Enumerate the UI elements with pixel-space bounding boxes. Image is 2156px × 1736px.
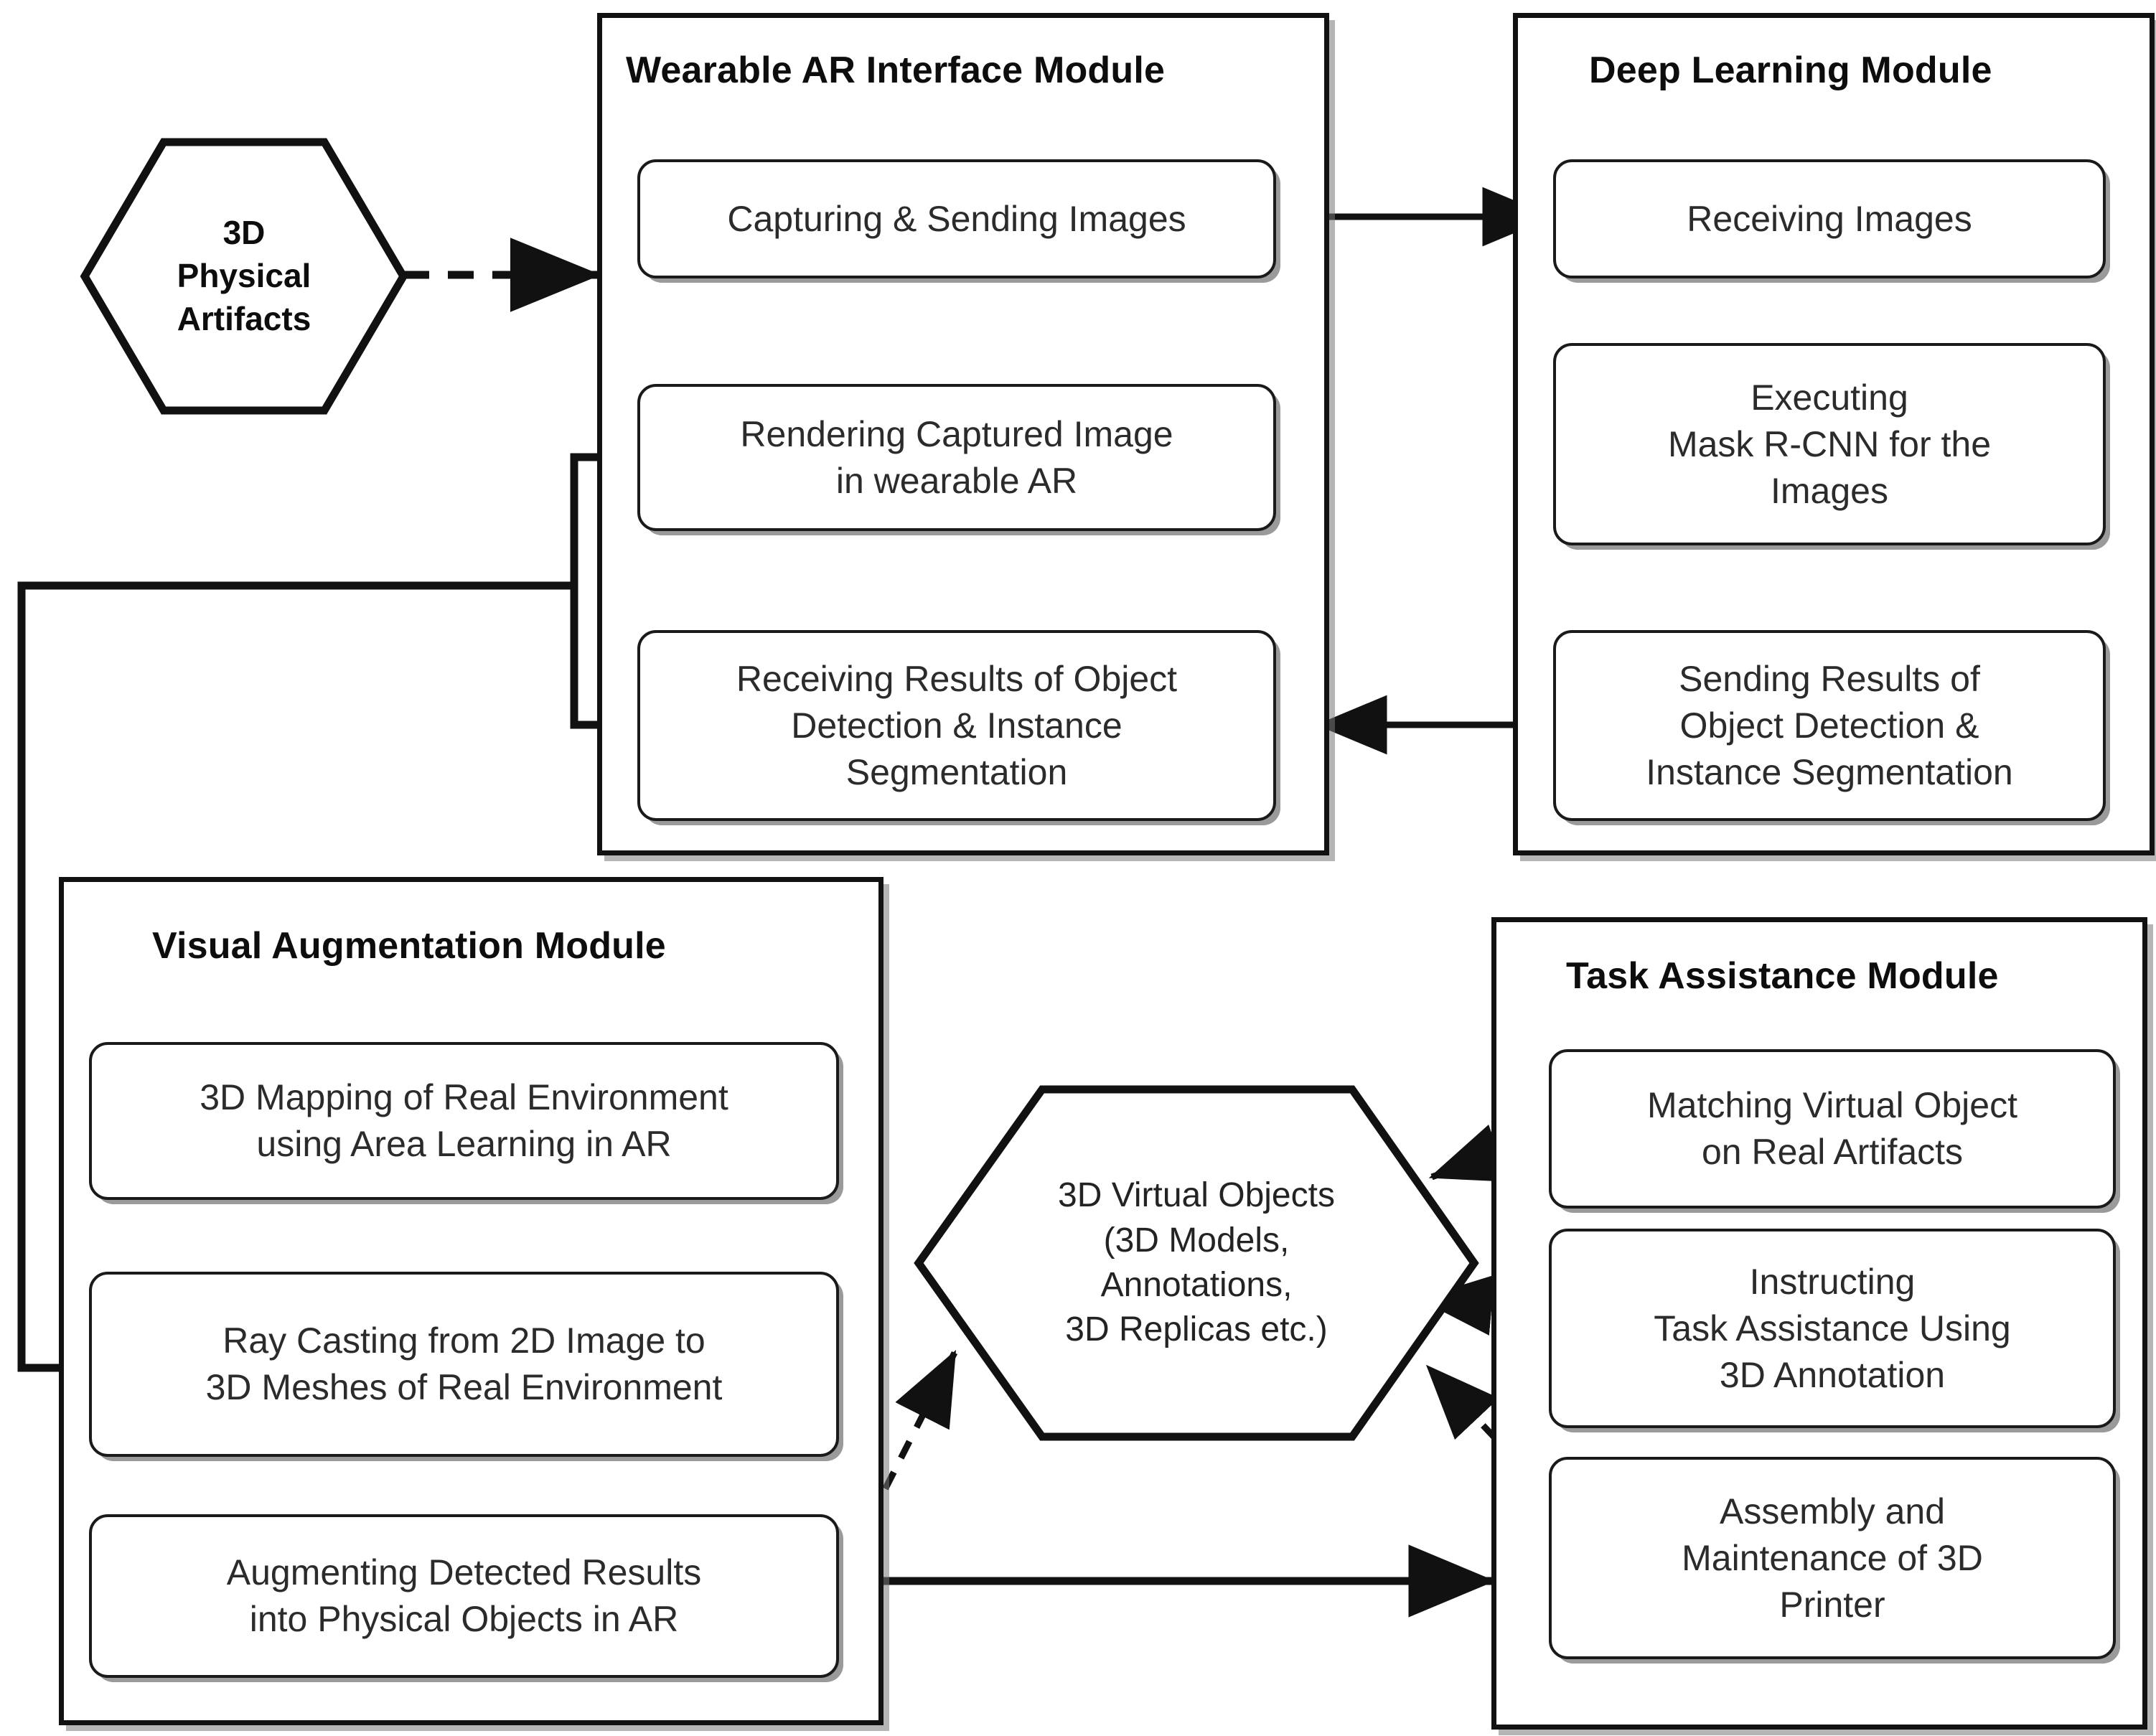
step-sending-results[interactable]: Sending Results of Object Detection & In… [1553,630,2106,821]
step-capturing-sending-images[interactable]: Capturing & Sending Images [637,159,1276,278]
step-label-line-1: Ray Casting from 2D Image to [222,1320,706,1361]
step-label-line-3: Instance Segmentation [1646,751,2013,792]
step-ray-casting[interactable]: Ray Casting from 2D Image to 3D Meshes o… [89,1272,839,1457]
step-rendering-captured-image[interactable]: Rendering Captured Image in wearable AR [637,384,1276,531]
node-3d-virtual-objects[interactable]: 3D Virtual Objects (3D Models, Annotatio… [913,1084,1480,1442]
step-label-line-2: in wearable AR [835,460,1078,501]
module-title-wearable-ar-interface: Wearable AR Interface Module [626,50,1166,91]
step-label-line-1: 3D Mapping of Real Environment [200,1077,728,1117]
step-3d-mapping[interactable]: 3D Mapping of Real Environment using Are… [89,1042,839,1200]
node-3d-physical-artifacts[interactable]: 3D Physical Artifacts [79,136,409,416]
step-label-line-3: Segmentation [845,751,1068,792]
step-label-line-2: on Real Artifacts [1701,1132,1964,1172]
virtual-objects-line-3: Annotations, [1100,1266,1293,1304]
artifacts-line-2: Physical [177,257,311,295]
module-title-visual-augmentation: Visual Augmentation Module [152,925,666,967]
step-label-line-1: Assembly and [1719,1491,1946,1531]
step-label-line-2: Mask R-CNN for the [1667,423,1992,464]
step-receiving-results[interactable]: Receiving Results of Object Detection & … [637,630,1276,821]
step-label-line-1: Sending Results of [1679,658,1980,699]
step-receiving-images[interactable]: Receiving Images [1553,159,2106,278]
artifacts-line-3: Artifacts [177,299,311,337]
step-label-line-2: Task Assistance Using [1654,1308,2011,1348]
step-label-line-1: Receiving Results of Object [736,658,1178,699]
step-label: Capturing & Sending Images [727,198,1186,239]
hexagon-shape [914,1085,1479,1441]
step-label-line-2: Detection & Instance [791,705,1122,746]
step-executing-mask-rcnn[interactable]: Executing Mask R-CNN for the Images [1553,343,2106,545]
hexagon-shape [80,138,408,415]
module-title-deep-learning: Deep Learning Module [1589,50,1992,91]
step-label-line-2: 3D Meshes of Real Environment [205,1367,723,1407]
step-label-line-2: into Physical Objects in AR [249,1599,679,1639]
virtual-objects-line-1: 3D Virtual Objects [1058,1176,1335,1215]
step-label-line-3: 3D Annotation [1719,1354,1946,1395]
step-label: Receiving Images [1687,198,1972,239]
virtual-objects-line-4: 3D Replicas etc.) [1065,1310,1328,1349]
step-label-line-3: Printer [1779,1584,1885,1625]
step-label-line-1: Instructing [1749,1261,1916,1302]
step-label-line-2: Object Detection & [1679,705,1979,746]
step-label-line-1: Augmenting Detected Results [226,1552,702,1592]
step-label-line-2: using Area Learning in AR [256,1124,672,1164]
step-matching-virtual-object[interactable]: Matching Virtual Object on Real Artifact… [1549,1049,2116,1209]
step-label-line-1: Matching Virtual Object [1647,1085,2017,1125]
step-label-line-2: Maintenance of 3D [1682,1537,1983,1578]
step-label-line-1: Executing [1750,377,1908,418]
step-label-line-3: Images [1771,470,1888,511]
module-title-task-assistance: Task Assistance Module [1566,955,1999,997]
virtual-objects-line-2: (3D Models, [1103,1221,1290,1259]
step-augmenting-detected-results[interactable]: Augmenting Detected Results into Physica… [89,1514,839,1678]
step-assembly-maintenance[interactable]: Assembly and Maintenance of 3D Printer [1549,1457,2116,1659]
artifacts-line-1: 3D [222,214,266,252]
step-instructing-task-assistance[interactable]: Instructing Task Assistance Using 3D Ann… [1549,1229,2116,1428]
step-label-line-1: Rendering Captured Image [740,413,1173,454]
